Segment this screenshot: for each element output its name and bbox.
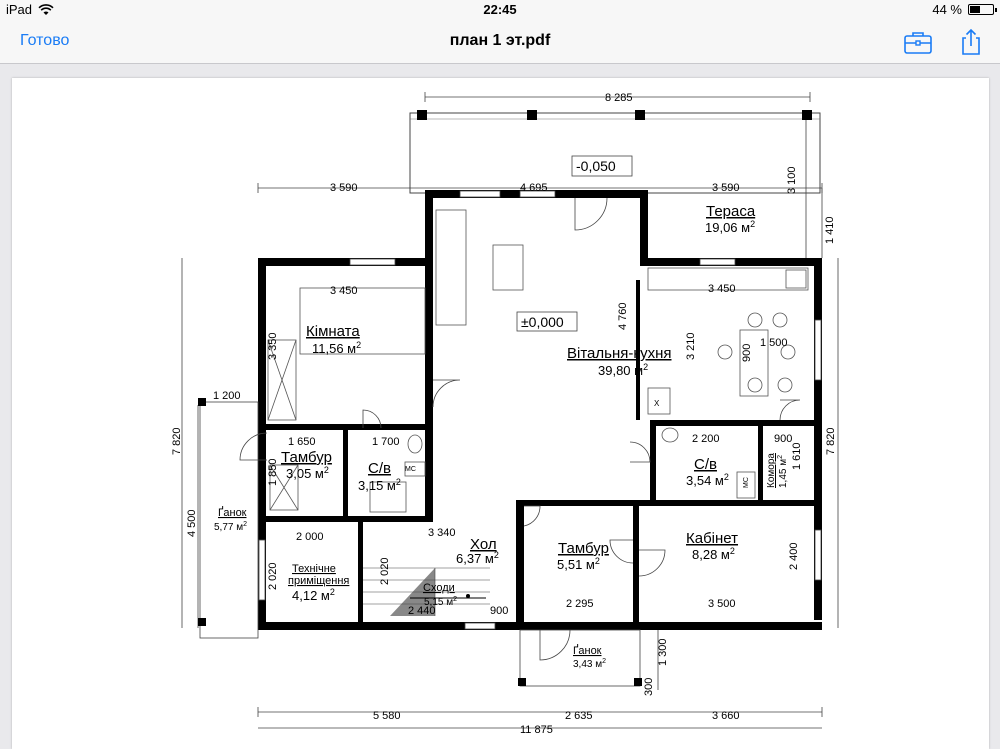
room-wc1-area: 3,15 м2 (358, 477, 401, 493)
dim-1650: 1 650 (288, 436, 316, 448)
room-vestibule1-name: Тамбур (281, 449, 332, 466)
room-living-name: Вітальня-кухня (567, 345, 672, 362)
done-button[interactable]: Готово (20, 32, 70, 49)
dim-900-storage: 900 (774, 433, 792, 445)
porch-posts (198, 398, 642, 686)
room-vestibule2-name: Тамбур (558, 540, 609, 557)
furniture (267, 209, 809, 513)
room-porch-bottom-name: Ґанок (573, 644, 602, 657)
room-office-area: 8,28 м2 (692, 546, 735, 562)
room-vestibule1-area: 3,05 м2 (286, 465, 329, 481)
room-vestibule2-area: 5,51 м2 (557, 556, 600, 572)
room-kimnata-name: Кімната (306, 323, 360, 340)
terrace-level: -0,050 (576, 158, 616, 174)
dim-7820-right: 7 820 (825, 427, 837, 455)
floor-plan: 8 285 3 590 4 695 3 590 3 100 1 410 7 82… (171, 92, 839, 736)
room-stairs-area: 5,15 м2 (424, 596, 457, 608)
dim-1850: 1 850 (267, 458, 279, 486)
room-living-area: 39,80 м2 (598, 362, 648, 378)
room-storage-area: 1,45 м2 (777, 455, 789, 488)
battery-percent: 44 % (932, 2, 962, 17)
dim-2295: 2 295 (566, 598, 594, 610)
dim-2020-tech: 2 020 (267, 562, 279, 590)
battery-fill (970, 6, 980, 13)
nav-bar: Готово план 1 эт.pdf (0, 20, 1000, 64)
room-hall-name: Хол (470, 536, 497, 553)
dim-2200: 2 200 (692, 433, 720, 445)
room-storage-name: Комора (766, 453, 777, 488)
walls (258, 190, 822, 630)
room-labels: Тераса 19,06 м2 Кімната 11,56 м2 Вітальн… (214, 203, 789, 670)
dim-3450-room: 3 450 (330, 285, 358, 297)
room-hall-area: 6,37 м2 (456, 550, 499, 566)
dim-2400: 2 400 (788, 542, 800, 570)
room-porch-left-name: Ґанок (218, 506, 247, 519)
floor-level: ±0,000 (521, 314, 564, 330)
dim-300: 300 (643, 678, 655, 696)
dim-2635: 2 635 (565, 710, 593, 722)
status-bar: iPad 22:45 44 % (0, 0, 1000, 20)
dimension-labels: 8 285 3 590 4 695 3 590 3 100 1 410 7 82… (171, 92, 837, 736)
dim-4500: 4 500 (186, 509, 198, 537)
dim-3450-kitchen: 3 450 (708, 283, 736, 295)
fixture-x: Х (654, 399, 660, 408)
room-wc2-area: 3,54 м2 (686, 472, 729, 488)
room-wc1-name: С/в (368, 460, 391, 477)
room-tech-area: 4,12 м2 (292, 587, 335, 603)
dim-11875: 11 875 (520, 724, 553, 736)
dim-900-hall: 900 (490, 605, 508, 617)
dim-4695: 4 695 (520, 182, 548, 194)
porches (199, 401, 641, 687)
room-office-name: Кабінет (686, 530, 738, 547)
room-tech-name-2: приміщення (288, 575, 349, 587)
dim-1200: 1 200 (213, 390, 241, 402)
pdf-page[interactable]: 8 285 3 590 4 695 3 590 3 100 1 410 7 82… (12, 78, 989, 749)
dim-2020-hall: 2 020 (379, 557, 391, 585)
dim-3660: 3 660 (712, 710, 740, 722)
dim-1300: 1 300 (657, 638, 669, 666)
room-tech-name-1: Технічне (292, 563, 336, 575)
dim-2440: 2 440 (408, 605, 436, 617)
dim-1700: 1 700 (372, 436, 400, 448)
dim-3500: 3 500 (708, 598, 736, 610)
terrace-outline (409, 110, 821, 194)
room-wc2-name: С/в (694, 456, 717, 473)
document-title: план 1 эт.pdf (449, 32, 551, 49)
dimension-lines (181, 92, 839, 729)
dim-3590-left: 3 590 (330, 182, 358, 194)
dim-3350: 3 350 (267, 332, 279, 360)
room-terrace-name: Тераса (706, 203, 756, 220)
fixture-mc1: МС (405, 466, 416, 473)
share-icon[interactable] (956, 28, 986, 56)
status-time: 22:45 (483, 2, 517, 17)
windows (258, 190, 822, 630)
room-porch-left-area: 5,77 м2 (214, 521, 247, 533)
dim-2000: 2 000 (296, 531, 324, 543)
room-kimnata-area: 11,56 м2 (312, 340, 361, 356)
battery-icon (968, 4, 997, 15)
level-marks: -0,050 ±0,000 (516, 158, 616, 332)
fixture-mc2: МС (743, 477, 750, 488)
room-terrace-area: 19,06 м2 (705, 219, 755, 235)
wifi-icon (38, 3, 54, 15)
room-porch-bottom-area: 3,43 м2 (573, 658, 606, 670)
dim-900-table: 900 (741, 344, 753, 362)
dim-7820-left: 7 820 (171, 427, 183, 455)
dim-1500: 1 500 (760, 337, 788, 349)
briefcase-icon[interactable] (903, 28, 933, 56)
staircase (363, 567, 490, 616)
fixture-labels: МС МС Х (405, 399, 750, 488)
dim-1610: 1 610 (791, 442, 803, 470)
room-stairs-name: Сходи (423, 582, 455, 594)
dim-1410: 1 410 (824, 216, 836, 244)
dim-8285: 8 285 (605, 92, 633, 104)
dim-3210: 3 210 (685, 332, 697, 360)
dim-5580: 5 580 (373, 710, 401, 722)
dim-3100: 3 100 (786, 166, 798, 194)
device-name: iPad (6, 2, 33, 17)
doors (239, 197, 801, 661)
dim-3340: 3 340 (428, 527, 456, 539)
dim-4760: 4 760 (617, 302, 629, 330)
dim-3590-right: 3 590 (712, 182, 740, 194)
